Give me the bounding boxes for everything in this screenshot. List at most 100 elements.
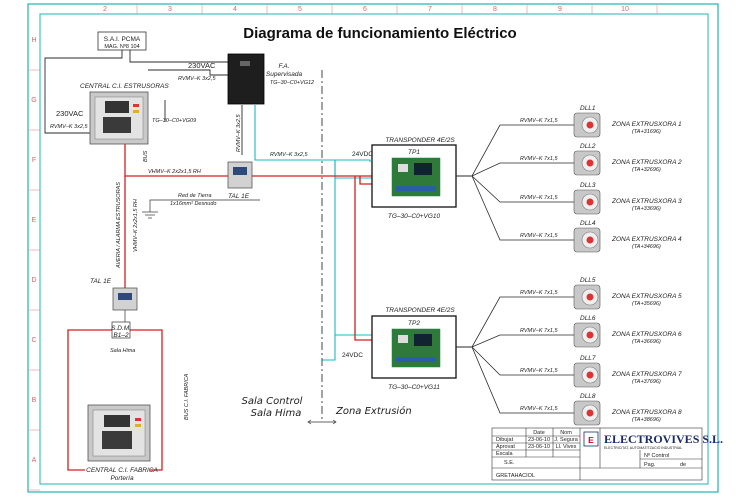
- ruler-left-E: E: [32, 217, 37, 224]
- tb-r1-date: 23-06-10: [528, 437, 550, 443]
- tp2-label: TP2: [408, 320, 420, 327]
- tp2-board: [391, 328, 441, 368]
- central-fabrica-panel: [87, 404, 151, 462]
- ruler-left-B: B: [32, 397, 37, 404]
- ruler-left-C: C: [31, 337, 36, 344]
- zone-1-wire: [456, 124, 574, 177]
- zone-name-7: ZONA EXTRUSXORA 7: [611, 371, 682, 378]
- zone-name-2: ZONA EXTRUSXORA 2: [611, 159, 682, 166]
- zone-4-wire: [456, 175, 574, 241]
- sala-hima-small: Sala Hima: [110, 348, 135, 354]
- averia-vertical: AVERIA / ALARMA ESTRUSORAS: [116, 182, 122, 269]
- tb-r1-label: Dibujat: [496, 437, 514, 443]
- ruler-left-F: F: [32, 157, 36, 164]
- dll-label-7: DLL7: [580, 355, 596, 362]
- zone-name-4: ZONA EXTRUSXORA 4: [611, 236, 682, 243]
- diagram-title: Diagrama de funcionamiento Eléctrico: [243, 25, 516, 42]
- detector-dll1: [573, 112, 601, 138]
- tb-h-date: Date: [533, 430, 545, 436]
- sala-hima: Sala Hima: [251, 408, 302, 419]
- fa-supervisada-unit: [227, 53, 265, 105]
- rvmv-fa-vertical: RVMV–K 3x2,5: [236, 114, 242, 152]
- ruler-top-10: 10: [621, 6, 629, 13]
- tg-central: TG–30–C0+VG09: [152, 118, 196, 124]
- zone-8-wire: [456, 346, 574, 414]
- sdm-1: S.D.M.: [111, 325, 131, 332]
- detector-dll5: [573, 284, 601, 310]
- tb-h-name: Nom: [560, 430, 572, 436]
- central-estrusoras-label: CENTRAL C.I. ESTRUSORAS: [80, 83, 169, 90]
- zone-5-cable: RVMV–K 7x1,5: [520, 290, 558, 296]
- tb-r2-name: Ll. Vives: [556, 444, 577, 450]
- bus-label: BUS: [143, 150, 149, 162]
- zone-2-cable: RVMV–K 7x1,5: [520, 156, 558, 162]
- ruler-top-5: 5: [298, 6, 302, 13]
- zone-5-wire: [456, 296, 574, 348]
- zone-ta-5: (TA+35696): [632, 301, 661, 307]
- detector-dll2: [573, 150, 601, 176]
- tb-n-control: Nº Control: [644, 452, 669, 459]
- zone-name-6: ZONA EXTRUSXORA 6: [611, 331, 682, 338]
- red-tierra-2: 1x16mm² Desnudo: [170, 201, 216, 207]
- earth-network: [142, 199, 260, 219]
- zone-6-wire: [456, 334, 574, 348]
- inner-frame: [39, 13, 709, 485]
- ruler-left-D: D: [31, 277, 36, 284]
- ruler-left-A: A: [32, 457, 37, 464]
- tb-r2-date: 23-06-10: [528, 444, 550, 450]
- red-bus-cables: [67, 144, 372, 471]
- sai-sub: MAG. Nº8 104: [104, 43, 139, 50]
- tal-1e-top: [227, 161, 253, 189]
- rvmv-cyan: RVMV–K 3x2,5: [270, 152, 308, 158]
- zone-name-3: ZONA EXTRUSXORA 3: [611, 198, 682, 205]
- outer-frame: [27, 3, 719, 493]
- ruler-top-2: 2: [103, 6, 107, 13]
- detector-dll6: [573, 322, 601, 348]
- tb-r1-name: J. Segura: [554, 437, 578, 443]
- central-fabrica-1: CENTRAL C.I. FABRICA: [86, 467, 158, 474]
- title-block: [491, 427, 703, 481]
- zona-extrusion: Zona Extrusión: [335, 405, 412, 417]
- dll-label-1: DLL1: [580, 105, 596, 112]
- zone-ta-4: (TA+34696): [632, 244, 661, 250]
- tb-de: de: [680, 462, 686, 468]
- tb-r4-label: S.E.: [504, 460, 515, 466]
- detector-dll3: [573, 189, 601, 215]
- zone-6-cable: RVMV–K 7x1,5: [520, 328, 558, 334]
- label-24vdc-1: 24VDC: [352, 151, 373, 158]
- sdm-box: [111, 321, 131, 339]
- ruler-top-8: 8: [493, 6, 497, 13]
- svg-text:E: E: [588, 435, 594, 445]
- dll-label-3: DLL3: [580, 182, 596, 189]
- detector-dll8: [573, 400, 601, 426]
- bus-fabrica-vertical: BUS C.I. FABRICA: [184, 373, 190, 420]
- tb-file: GRETAHACIOL: [496, 473, 535, 479]
- label-230vac-top: 230VAC: [188, 61, 216, 70]
- sala-control: Sala Control: [242, 396, 303, 407]
- tg-tp1: TG–30–C0+VG10: [388, 213, 441, 220]
- vhmv-rh: VHMV–K 2x2x1,5 RH: [148, 169, 201, 175]
- zone-name-1: ZONA EXTRUSXORA 1: [611, 121, 682, 128]
- detector-dll4: [573, 227, 601, 253]
- label-rvmv-left: RVMV–K 3x2,5: [50, 124, 88, 130]
- zone-ta-3: (TA+33696): [632, 206, 661, 212]
- label-230vac-left: 230VAC: [56, 109, 84, 118]
- central-fabrica-2: Portería: [110, 475, 134, 482]
- tal-1e-top-label: TAL 1E: [228, 193, 250, 200]
- vhmv-vertical: VHMV–K 2x2x1,5 RH: [133, 199, 139, 252]
- fa-label-3: TG–30–C0+VG12: [270, 80, 314, 86]
- zone-8-cable: RVMV–K 7x1,5: [520, 406, 558, 412]
- ruler-top-6: 6: [363, 6, 367, 13]
- central-estrusoras-panel: [89, 91, 149, 145]
- label-24vdc-2: 24VDC: [342, 352, 363, 359]
- tb-brand-sub: ELECTRICITAT, AUTOMATITZACIÓ INDUSTRIAL: [604, 445, 682, 450]
- ruler-top-9: 9: [558, 6, 562, 13]
- power-wiring: [44, 50, 243, 155]
